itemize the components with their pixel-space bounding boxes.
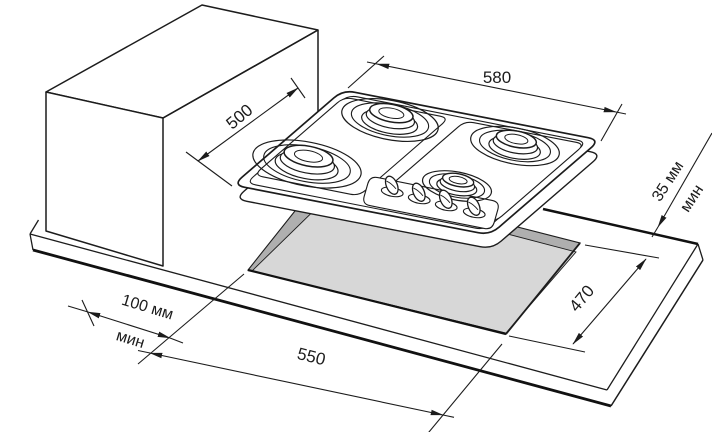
cutout-right-edge	[505, 242, 581, 335]
ext-line	[137, 273, 245, 365]
control-knob-1	[380, 175, 404, 198]
ext-line	[508, 335, 586, 353]
dim-line	[657, 132, 712, 228]
dimension-layer	[67, 55, 712, 432]
ext-line	[347, 55, 385, 89]
cutout-front-edge	[247, 268, 507, 336]
counter-right-bottom-edge	[610, 259, 704, 407]
side-clearance-min-label: мин	[114, 327, 146, 352]
counter-right-top-edge	[606, 243, 699, 391]
ext-line	[428, 343, 503, 432]
dimension-cutout-width	[137, 273, 503, 432]
hob-width-label: 580	[483, 68, 511, 87]
dimension-side-clearance	[67, 299, 184, 344]
control-knob-4	[462, 196, 486, 219]
gas-hob	[237, 90, 598, 248]
dim-line	[87, 311, 171, 339]
control-knob-3	[434, 189, 458, 212]
counter-front-top-edge	[29, 233, 608, 391]
dimension-hob-width	[347, 55, 627, 142]
ext-line	[185, 151, 233, 187]
cabinet-top-right-edge	[162, 29, 319, 119]
dimension-hob-depth	[185, 77, 306, 187]
dimension-cutout-depth	[508, 244, 660, 353]
counter-back-edge	[542, 207, 699, 246]
counter-right-cap	[697, 243, 704, 261]
rear-clearance-min-label: мин	[677, 182, 707, 215]
countertop-right-face	[607, 244, 703, 406]
side-clearance-label: 100 мм	[119, 292, 175, 324]
counter-front-bottom-edge	[32, 248, 612, 408]
dim-line	[149, 352, 444, 416]
dim-line	[572, 258, 647, 345]
burner-rear-right	[470, 125, 560, 167]
control-knob-2	[407, 182, 431, 205]
cabinet-left-face	[45, 91, 164, 267]
dim-line	[197, 87, 299, 162]
ext-line	[600, 103, 623, 142]
ext-line	[584, 244, 660, 259]
dim-line	[376, 63, 617, 113]
countertop-front-face	[30, 234, 611, 406]
burner-front-right	[421, 170, 493, 202]
counter-left-top-cap	[29, 219, 40, 235]
counter-left-cap	[29, 233, 34, 251]
dimension-rear-clearance	[651, 132, 712, 238]
cutout-width-label: 550	[295, 344, 327, 369]
